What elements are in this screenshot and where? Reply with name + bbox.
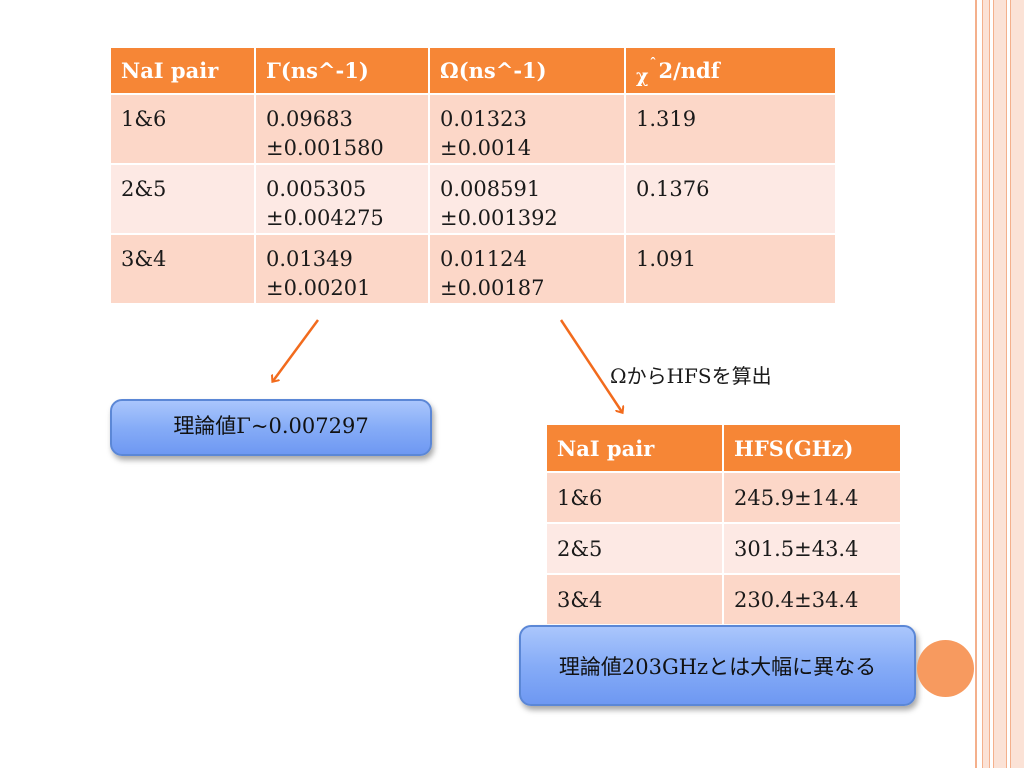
gamma-value: 0.005305 — [266, 177, 367, 201]
table-row: 1&6 245.9±14.4 — [545, 471, 902, 524]
chi-symbol: χ — [636, 65, 649, 87]
cell-gamma: 0.005305 ±0.004275 — [254, 163, 430, 235]
table-row: 2&5 301.5±43.4 — [545, 522, 902, 575]
cell-pair: 3&4 — [109, 233, 256, 305]
arrow-to-hfs-table — [559, 319, 622, 412]
cell-chi2: 1.319 — [624, 93, 837, 165]
hfs-calculation-note: ΩからHFSを算出 — [610, 364, 772, 388]
table-header-row: NaI pair Γ(ns^-1) Ω(ns^-1) χˆ2/ndf — [109, 46, 837, 95]
arrow-to-gamma-callout — [273, 319, 320, 381]
cell-chi2: 1.091 — [624, 233, 837, 305]
cell-pair: 2&5 — [545, 522, 724, 575]
table-header-row: NaI pair HFS(GHz) — [545, 423, 902, 473]
gamma-error: ±0.00201 — [266, 276, 371, 300]
cell-gamma: 0.01349 ±0.00201 — [254, 233, 430, 305]
cell-pair: 1&6 — [545, 471, 724, 524]
hfs-theory-callout: 理論値203GHzとは大幅に異なる — [519, 625, 916, 706]
cell-pair: 1&6 — [109, 93, 256, 165]
cell-omega: 0.01323 ±0.0014 — [428, 93, 626, 165]
hat-symbol: ˆ — [649, 56, 657, 72]
omega-value: 0.01124 — [440, 247, 527, 271]
omega-value: 0.008591 — [440, 177, 541, 201]
cell-pair: 3&4 — [545, 573, 724, 626]
header-hfs: HFS(GHz) — [722, 423, 902, 473]
header-gamma: Γ(ns^-1) — [254, 46, 430, 95]
border-strip — [1010, 0, 1024, 768]
border-strip — [975, 0, 977, 768]
border-strip — [982, 0, 990, 768]
header-nai-pair: NaI pair — [109, 46, 256, 95]
header-chi2-ndf: χˆ2/ndf — [624, 46, 837, 95]
gamma-value: 0.01349 — [266, 247, 353, 271]
table-row: 2&5 0.005305±0.004275 0.008591±0.001392 … — [109, 163, 837, 235]
cell-gamma: 0.09683 ±0.001580 — [254, 93, 430, 165]
cell-hfs: 245.9±14.4 — [722, 471, 902, 524]
cell-chi2: 0.1376 — [624, 163, 837, 235]
cell-pair: 2&5 — [109, 163, 256, 235]
header-chi2-label: 2/ndf — [658, 58, 720, 83]
gamma-error: ±0.004275 — [266, 206, 384, 230]
cell-omega: 0.008591 ±0.001392 — [428, 163, 626, 235]
gamma-omega-table: NaI pair Γ(ns^-1) Ω(ns^-1) χˆ2/ndf 1&6 0… — [109, 46, 837, 305]
table-row: 3&4 0.01349 ±0.00201 0.01124 ±0.00187 1.09… — [109, 233, 837, 305]
gamma-value: 0.09683 — [266, 107, 353, 131]
omega-value: 0.01323 — [440, 107, 527, 131]
cell-hfs: 230.4±34.4 — [722, 573, 902, 626]
hfs-table: NaI pair HFS(GHz) 1&6 245.9±14.4 2&5 301… — [545, 423, 902, 626]
header-omega: Ω(ns^-1) — [428, 46, 626, 95]
omega-error: ±0.001392 — [440, 206, 558, 230]
border-strip — [993, 0, 1007, 768]
table-row: 1&6 0.09683 ±0.001580 0.01323 ±0.0014 1.31… — [109, 93, 837, 165]
header-nai-pair: NaI pair — [545, 423, 724, 473]
gamma-error: ±0.001580 — [266, 136, 384, 160]
omega-error: ±0.0014 — [440, 136, 532, 160]
table-row: 3&4 230.4±34.4 — [545, 573, 902, 626]
cell-hfs: 301.5±43.4 — [722, 522, 902, 575]
gamma-theory-callout: 理論値Γ~0.007297 — [110, 399, 432, 456]
accent-circle — [917, 640, 974, 697]
omega-error: ±0.00187 — [440, 276, 545, 300]
cell-omega: 0.01124 ±0.00187 — [428, 233, 626, 305]
